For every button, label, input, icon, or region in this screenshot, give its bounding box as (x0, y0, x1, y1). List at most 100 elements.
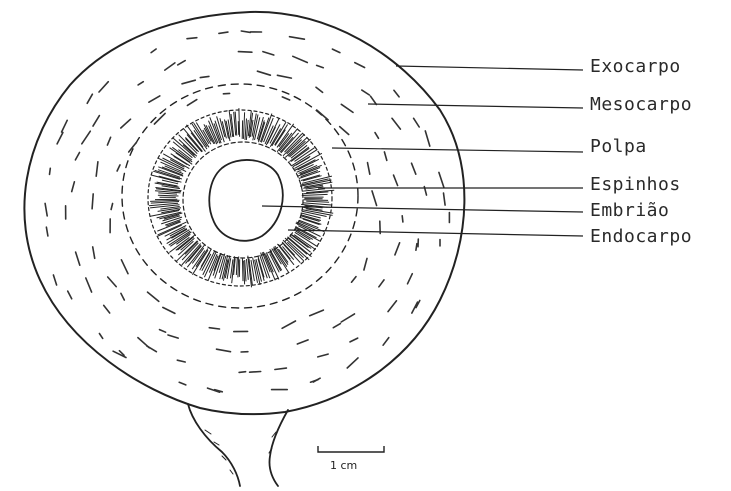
surface-dash (165, 63, 175, 70)
surface-dash (168, 335, 178, 338)
surface-dash (104, 305, 110, 313)
surface-dash (138, 82, 143, 85)
leader-endocarpo (288, 230, 583, 236)
surface-dash (350, 338, 358, 342)
surface-dash (340, 127, 349, 135)
surface-dash (93, 116, 99, 127)
fruit-outline (24, 12, 464, 414)
surface-dash (372, 191, 377, 206)
embryo (209, 160, 282, 241)
surface-dash (178, 61, 186, 65)
surface-dash (160, 330, 166, 333)
surface-dash (310, 310, 324, 316)
surface-dash (217, 349, 231, 352)
surface-dash (72, 182, 75, 192)
surface-dash (388, 301, 397, 312)
surface-dash (82, 131, 91, 144)
surface-dash (111, 204, 113, 210)
surface-dash (68, 291, 72, 299)
surface-dash (121, 260, 128, 274)
surface-dash (75, 153, 79, 160)
surface-dash (444, 193, 446, 205)
label-espinhos: Espinhos (590, 176, 681, 194)
label-embriao: Embrião (590, 202, 669, 220)
surface-dash (375, 133, 379, 139)
surface-dash (57, 133, 63, 144)
spine-stroke (245, 260, 246, 281)
surface-dash (368, 163, 370, 175)
surface-dash (425, 131, 430, 146)
surface-dash (383, 338, 389, 346)
surface-dash (163, 307, 175, 313)
surface-dash (219, 32, 228, 33)
spine-stroke (285, 134, 302, 152)
surface-dash (416, 244, 417, 251)
surface-dash (92, 194, 93, 209)
surface-dash (408, 274, 413, 284)
spine-stroke (247, 259, 249, 280)
spine-stroke (304, 200, 329, 201)
surface-dash (53, 275, 56, 285)
spine-stroke (236, 257, 237, 275)
mesocarp-texture (45, 31, 449, 392)
surface-dash (384, 152, 386, 161)
surface-dash (179, 382, 186, 385)
surface-dash (392, 118, 400, 129)
scale-bar (318, 446, 384, 452)
surface-dash (177, 360, 185, 362)
surface-dash (250, 372, 261, 373)
surface-dash (257, 71, 270, 75)
surface-dash (209, 328, 219, 329)
spine-stroke (244, 112, 245, 139)
surface-dash (107, 137, 110, 145)
surface-dash (379, 280, 384, 287)
surface-dash (282, 97, 289, 100)
surface-dash (318, 354, 328, 357)
surface-dash (414, 118, 420, 127)
surface-dash (87, 94, 92, 103)
surface-dash (439, 172, 444, 187)
surface-dash (149, 96, 160, 102)
surface-dash (282, 321, 295, 328)
surface-dash (50, 168, 51, 174)
surface-dash (238, 52, 252, 53)
surface-dash (239, 372, 246, 373)
surface-dash (76, 252, 80, 265)
surface-dash (275, 368, 287, 369)
spine-stroke (242, 258, 243, 281)
surface-dash (355, 63, 365, 68)
spine-stroke (158, 195, 179, 196)
surface-dash (99, 334, 102, 339)
label-polpa: Polpa (590, 138, 647, 156)
surface-dash (187, 38, 197, 39)
surface-dash (138, 338, 149, 348)
surface-dash (317, 65, 324, 67)
surface-dash (151, 49, 156, 53)
surface-dash (45, 203, 47, 216)
surface-dash (121, 293, 124, 300)
surface-dash (93, 247, 95, 258)
surface-dash (352, 277, 357, 283)
spine-stroke (238, 257, 239, 278)
surface-dash (96, 162, 98, 176)
surface-dash (316, 87, 323, 92)
surface-dash (317, 110, 328, 120)
surface-dash (297, 340, 308, 344)
surface-dash (108, 277, 117, 287)
surface-dash (86, 278, 92, 292)
spine-stroke (244, 261, 245, 285)
spine-stroke (302, 194, 328, 195)
surface-dash (277, 75, 291, 78)
surface-dash (182, 80, 195, 84)
surface-dash (293, 56, 308, 62)
spines-hatching (149, 108, 334, 287)
surface-dash (154, 113, 165, 124)
spine-stroke (239, 108, 240, 137)
surface-dash (290, 37, 305, 40)
surface-dash (371, 96, 377, 104)
surface-dash (333, 324, 340, 328)
surface-dash (200, 76, 209, 77)
surface-dash (402, 216, 403, 222)
label-exocarpo: Exocarpo (590, 58, 681, 76)
surface-dash (395, 243, 400, 255)
